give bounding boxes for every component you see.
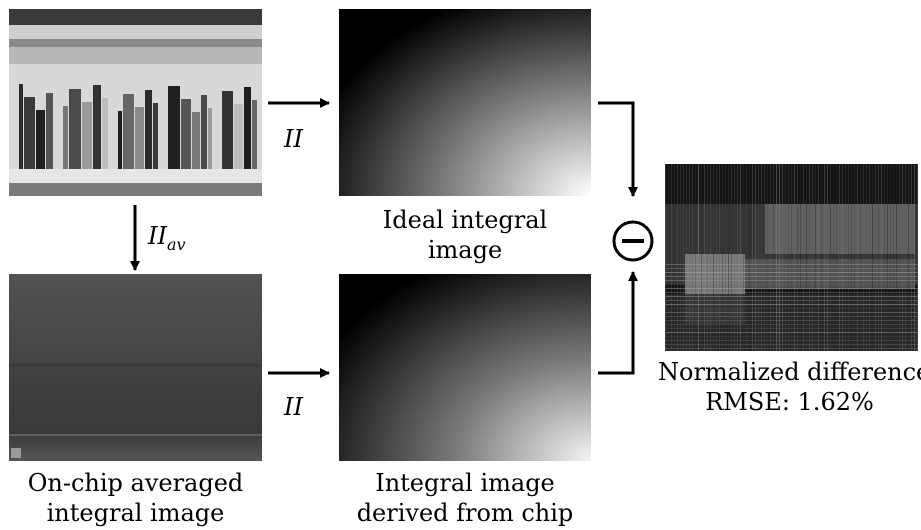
difference-caption: Normalized difference RMSE: 1.62% xyxy=(658,358,921,416)
bottom-arrow-label: II xyxy=(284,393,303,421)
derived-to-subtract-line xyxy=(598,271,638,375)
ideal-integral-image xyxy=(339,9,591,196)
derived-caption: Integral image derived from chip xyxy=(356,469,574,527)
onchip-caption: On-chip averaged integral image xyxy=(27,469,244,527)
ideal-caption: Ideal integral image xyxy=(382,206,548,264)
derived-integral-image xyxy=(339,274,591,461)
source-bookshelf-image xyxy=(9,9,262,196)
ideal-to-subtract-line xyxy=(598,101,638,197)
onchip-averaged-image xyxy=(9,274,262,461)
normalized-difference-image xyxy=(665,164,918,351)
down-arrow-label: IIav xyxy=(148,222,186,254)
top-arrow-label: II xyxy=(284,125,303,153)
